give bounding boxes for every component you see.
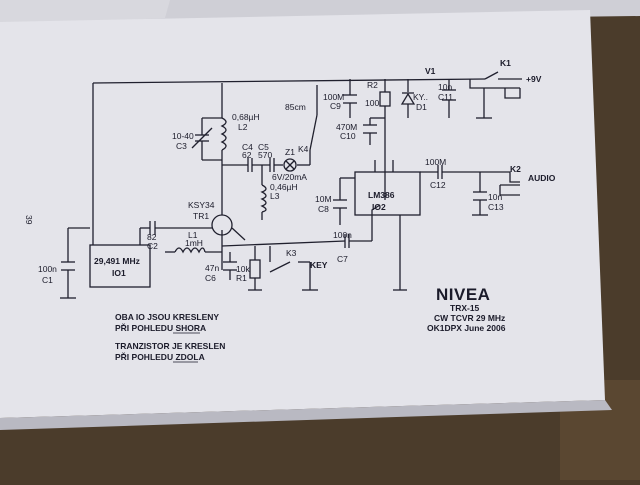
label-c2-val: 82 bbox=[147, 232, 157, 242]
label-z1: Z1 bbox=[285, 147, 295, 157]
subtitle-line-2: CW TCVR 29 MHz bbox=[434, 313, 505, 323]
label-plus9v: +9V bbox=[526, 74, 542, 84]
label-ic2-ref: IO2 bbox=[372, 202, 386, 212]
label-audio: AUDIO bbox=[528, 173, 556, 183]
label-c4-val: 62 bbox=[242, 150, 252, 160]
wiring bbox=[67, 71, 522, 298]
label-c13-ref: C13 bbox=[488, 202, 504, 212]
label-c9-val: 100M bbox=[323, 92, 344, 102]
label-c10-ref: C10 bbox=[340, 131, 356, 141]
note-line-3: TRANZISTOR JE KRESLEN bbox=[115, 341, 225, 351]
label-osc-freq: 29,491 MHz bbox=[94, 256, 140, 266]
ic-lm386 bbox=[354, 171, 421, 216]
label-key: KEY bbox=[310, 260, 328, 270]
label-c6-val: 47n bbox=[205, 263, 219, 273]
label-l1-val: 1mH bbox=[185, 238, 203, 248]
label-c9-ref: C9 bbox=[330, 101, 341, 111]
label-c4-ref: C4 bbox=[242, 142, 253, 152]
label-c10-val: 470M bbox=[336, 122, 357, 132]
label-d1: D1 bbox=[416, 102, 427, 112]
label-c1-ref: C1 bbox=[42, 275, 53, 285]
label-k3: K3 bbox=[286, 248, 297, 258]
schematic-title: NIVEA bbox=[436, 285, 490, 304]
label-c12-val: 100M bbox=[425, 157, 446, 167]
label-c11-ref: C11 bbox=[438, 92, 453, 102]
label-r1-ref: R1 bbox=[236, 273, 247, 283]
label-c8-val: 10M bbox=[315, 194, 332, 204]
page-stack-edge bbox=[0, 400, 612, 430]
label-c3-ref: C3 bbox=[176, 141, 187, 151]
label-ky: KY.. bbox=[413, 92, 428, 102]
label-l2-val: 0,68µH bbox=[232, 112, 260, 122]
label-v1: V1 bbox=[425, 66, 436, 76]
page-number: 39 bbox=[24, 215, 34, 225]
label-c7-val: 100n bbox=[333, 230, 352, 240]
component-labels: V1 K1 +9V 10n C11 R2 100 KY.. D1 100M C9… bbox=[38, 58, 556, 285]
notes-block: OBA IO JSOU KRESLENY PŘI POHLEDU SHORA T… bbox=[115, 312, 225, 363]
label-c5-val: 570 bbox=[258, 150, 272, 160]
oscillator-io1 bbox=[89, 244, 151, 288]
label-ic2-val: LM386 bbox=[368, 190, 395, 200]
note-line-1: OBA IO JSOU KRESLENY bbox=[115, 312, 219, 322]
label-c1-val: 100n bbox=[38, 264, 57, 274]
label-c6-ref: C6 bbox=[205, 273, 216, 283]
page-paper bbox=[0, 10, 605, 418]
bulb-z1 bbox=[283, 158, 297, 172]
components bbox=[60, 85, 521, 299]
label-l3-val: 0,46µH bbox=[270, 182, 298, 192]
label-r2-ref: R2 bbox=[367, 80, 378, 90]
inductor-l1 bbox=[174, 247, 206, 254]
inductor-l2 bbox=[220, 117, 227, 151]
label-l2-ref: L2 bbox=[238, 122, 248, 132]
label-l1-ref: L1 bbox=[188, 230, 198, 240]
label-c3-val: 10-40 bbox=[172, 131, 194, 141]
label-tr-val: KSY34 bbox=[188, 200, 215, 210]
label-c12-ref: C12 bbox=[430, 180, 446, 190]
resistor-r1 bbox=[249, 259, 261, 279]
label-r2-val: 100 bbox=[365, 98, 379, 108]
subtitle-line-3: OK1DPX June 2006 bbox=[427, 323, 506, 333]
label-k4: K4 bbox=[298, 144, 309, 154]
label-tr-ref: TR1 bbox=[193, 211, 209, 221]
note-line-2: PŘI POHLEDU SHORA bbox=[115, 322, 206, 333]
label-osc-ref: IO1 bbox=[112, 268, 126, 278]
label-c2-ref: C2 bbox=[147, 241, 158, 251]
label-c8-ref: C8 bbox=[318, 204, 329, 214]
subtitle-line-1: TRX-15 bbox=[450, 303, 480, 313]
label-c13-val: 10n bbox=[488, 192, 502, 202]
label-c11-val: 10n bbox=[438, 82, 452, 92]
label-c5-ref: C5 bbox=[258, 142, 269, 152]
note-line-4: PŘI POHLEDU ZDOLA bbox=[115, 351, 205, 362]
inductor-l3 bbox=[260, 184, 267, 213]
label-k1: K1 bbox=[500, 58, 511, 68]
label-antenna: 85cm bbox=[285, 102, 306, 112]
label-r1-val: 10k bbox=[236, 264, 250, 274]
label-k2: K2 bbox=[510, 164, 521, 174]
label-bulb: 6V/20mA bbox=[272, 172, 307, 182]
label-c7-ref: C7 bbox=[337, 254, 348, 264]
resistor-r2 bbox=[379, 91, 391, 107]
transistor-tr1 bbox=[211, 214, 233, 236]
label-l3-ref: L3 bbox=[270, 191, 280, 201]
title-block: NIVEA TRX-15 CW TCVR 29 MHz OK1DPX June … bbox=[427, 285, 506, 333]
